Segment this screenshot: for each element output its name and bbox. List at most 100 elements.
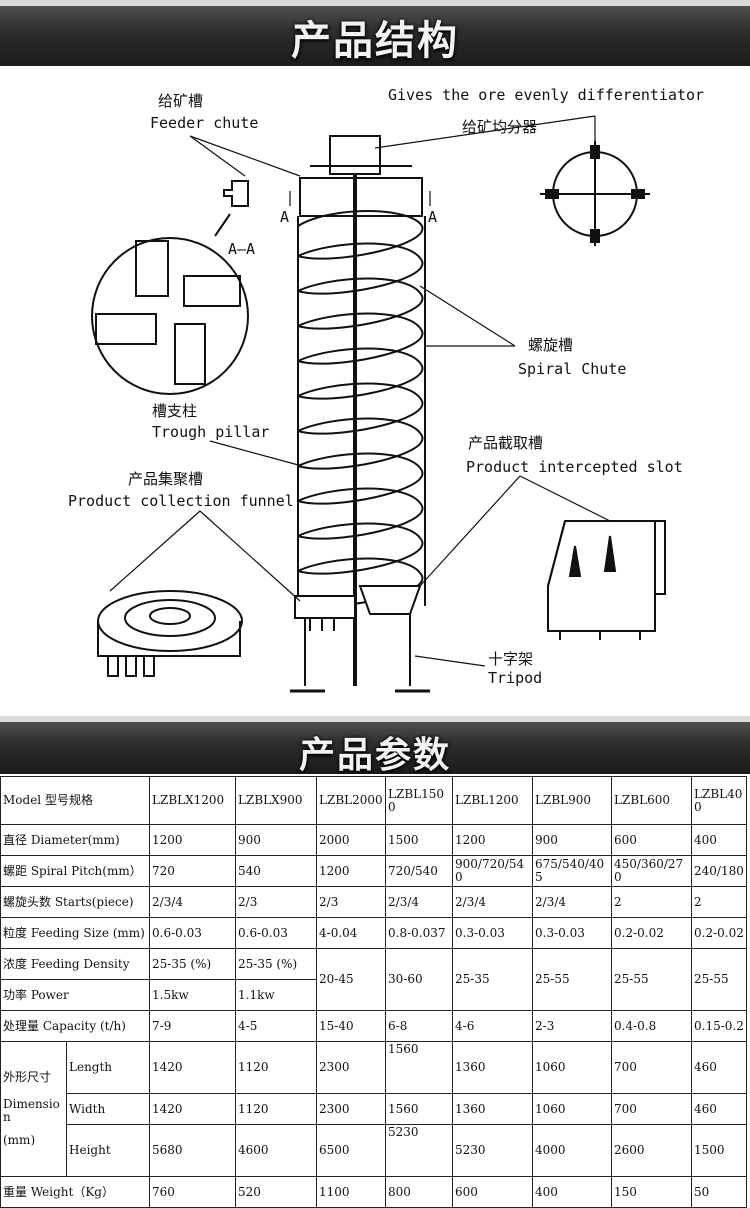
parameter-table: Model 型号规格 LZBLX1200 LZBLX900 LZBL2000 L… — [0, 776, 748, 1208]
intercepted-slot-label-en: Product intercepted slot — [466, 458, 683, 476]
starts-label: 螺旋头数 Starts(piece) — [0, 886, 151, 918]
table-cell: 700 — [611, 1093, 693, 1125]
differentiator-label-en: Gives the ore evenly differentiator — [388, 86, 705, 104]
table-cell: 2 — [611, 886, 693, 918]
section-banner-params: 产品参数 — [0, 716, 750, 774]
banner-title: 产品结构 — [291, 18, 459, 64]
table-cell: 700 — [611, 1041, 693, 1094]
intercepted-slot-detail — [547, 520, 666, 640]
structure-diagram: 给矿槽 Feeder chute Gives the ore evenly di… — [0, 66, 750, 716]
table-cell: 1560 — [385, 1093, 454, 1125]
dimension-unit: (mm) — [3, 1133, 36, 1147]
table-cell: 2/3 — [235, 886, 318, 918]
table-cell: 25-55 — [532, 948, 613, 1011]
table-cell: 900/720/540 — [452, 855, 534, 887]
banner-title: 产品参数 — [298, 735, 451, 774]
section-mark-right: A — [428, 208, 438, 226]
table-row: Width 1420 1120 2300 1560 1360 1060 700 … — [1, 1093, 748, 1125]
table-cell: 460 — [691, 1093, 748, 1125]
table-cell: 1360 — [452, 1041, 534, 1094]
table-cell: 675/540/405 — [532, 855, 613, 887]
table-cell: 5230 — [452, 1124, 534, 1177]
table-cell: 4000 — [532, 1124, 613, 1177]
table-cell: 0.3-0.03 — [532, 917, 613, 949]
model-cell: LZBL400 — [691, 776, 748, 825]
feeder-chute-label-zh: 给矿槽 — [158, 92, 204, 110]
table-cell: 900 — [532, 824, 613, 856]
table-cell: 4-0.04 — [316, 917, 387, 949]
section-aa-label: A—A — [228, 240, 256, 258]
table-cell: 1060 — [532, 1041, 613, 1094]
differentiator-label-zh: 给矿均分器 — [462, 118, 538, 136]
table-cell: 600 — [611, 824, 693, 856]
table-cell: 1120 — [235, 1093, 318, 1125]
table-cell: 1420 — [149, 1093, 237, 1125]
table-cell: 1500 — [691, 1124, 748, 1177]
table-cell: 0.2-0.02 — [691, 917, 748, 949]
table-cell: 1560 — [385, 1041, 454, 1094]
table-row: 直径 Diameter(mm) 1200 900 2000 1500 1200 … — [0, 824, 748, 856]
table-row: 功率 Power 1.5kw 1.1kw — [0, 979, 747, 1011]
table-cell: 4-6 — [452, 1010, 534, 1042]
width-label: Width — [65, 1093, 151, 1125]
model-cell: LZBL1200 — [452, 776, 534, 825]
table-cell: 0.8-0.037 — [385, 917, 454, 949]
table-cell: 450/360/270 — [611, 855, 693, 887]
table-cell: 720/540 — [385, 855, 454, 887]
spiral-chute-label-en: Spiral Chute — [518, 360, 627, 378]
table-cell: 20-45 — [316, 948, 387, 1011]
collection-funnel-label-zh: 产品集聚槽 — [128, 470, 204, 488]
table-cell: 25-55 — [691, 948, 748, 1011]
table-row: 螺旋头数 Starts(piece) 2/3/4 2/3 2/3 2/3/4 2… — [0, 886, 748, 918]
table-cell: 0.2-0.02 — [611, 917, 693, 949]
tripod-label-zh: 十字架 — [488, 650, 534, 668]
table-cell: 5230 — [385, 1124, 454, 1177]
model-cell: LZBL900 — [532, 776, 613, 825]
table-cell: 1200 — [316, 855, 387, 887]
section-banner-structure: 产品结构 — [0, 0, 750, 66]
table-cell: 1200 — [149, 824, 237, 856]
table-cell: 25-35 (%) — [149, 948, 237, 980]
table-row: 外形尺寸 Dimension (mm) Length 1420 1120 230… — [0, 1041, 748, 1177]
collection-funnel-label-en: Product collection funnel — [68, 492, 294, 510]
model-cell: LZBL2000 — [316, 776, 387, 825]
table-cell: 540 — [235, 855, 318, 887]
trough-pillar-label-en: Trough pillar — [152, 423, 270, 441]
table-cell: 0.6-0.03 — [149, 917, 237, 949]
table-cell: 50 — [691, 1176, 748, 1208]
table-row: 螺距 Spiral Pitch(mm） 720 540 1200 720/540… — [0, 855, 748, 887]
table-cell: 760 — [149, 1176, 237, 1208]
table-cell: 400 — [691, 824, 748, 856]
model-label: Model 型号规格 — [0, 776, 151, 825]
weight-label: 重量 Weight（Kg） — [0, 1176, 151, 1208]
table-cell: 2/3/4 — [452, 886, 534, 918]
table-cell: 2300 — [316, 1093, 387, 1125]
table-cell: 2600 — [611, 1124, 693, 1177]
table-cell: 1060 — [532, 1093, 613, 1125]
table-cell: 520 — [235, 1176, 318, 1208]
spiral-chute-label-zh: 螺旋槽 — [528, 336, 574, 354]
table-cell: 2 — [691, 886, 748, 918]
table-cell: 900 — [235, 824, 318, 856]
table-cell: 25-35 — [452, 948, 534, 1011]
intercepted-slot-label-zh: 产品截取槽 — [468, 434, 544, 452]
model-cell: LZBLX1200 — [149, 776, 237, 825]
table-cell: 1.5kw — [149, 979, 237, 1011]
collection-funnel-detail — [97, 590, 243, 677]
spiral-column — [290, 135, 430, 693]
table-cell: 15-40 — [316, 1010, 387, 1042]
table-row: 重量 Weight（Kg） 760 520 1100 800 600 400 1… — [0, 1176, 748, 1208]
table-row: 浓度 Feeding Density 25-35 (%) 25-35 (%) 2… — [0, 948, 748, 1011]
table-row: 粒度 Feeding Size (mm) 0.6-0.03 0.6-0.03 4… — [0, 917, 748, 949]
table-row: Height 5680 4600 6500 5230 5230 4000 260… — [1, 1124, 748, 1177]
table-cell: 150 — [611, 1176, 693, 1208]
dimension-label-en: Dimension — [3, 1097, 60, 1124]
length-label: Length — [65, 1041, 151, 1094]
table-cell: 1360 — [452, 1093, 534, 1125]
table-cell: 1.1kw — [235, 979, 318, 1011]
table-cell: 600 — [452, 1176, 534, 1208]
table-cell: 4600 — [235, 1124, 318, 1177]
table-cell: 1500 — [385, 824, 454, 856]
table-cell: 1200 — [452, 824, 534, 856]
differentiator-detail — [540, 141, 650, 246]
